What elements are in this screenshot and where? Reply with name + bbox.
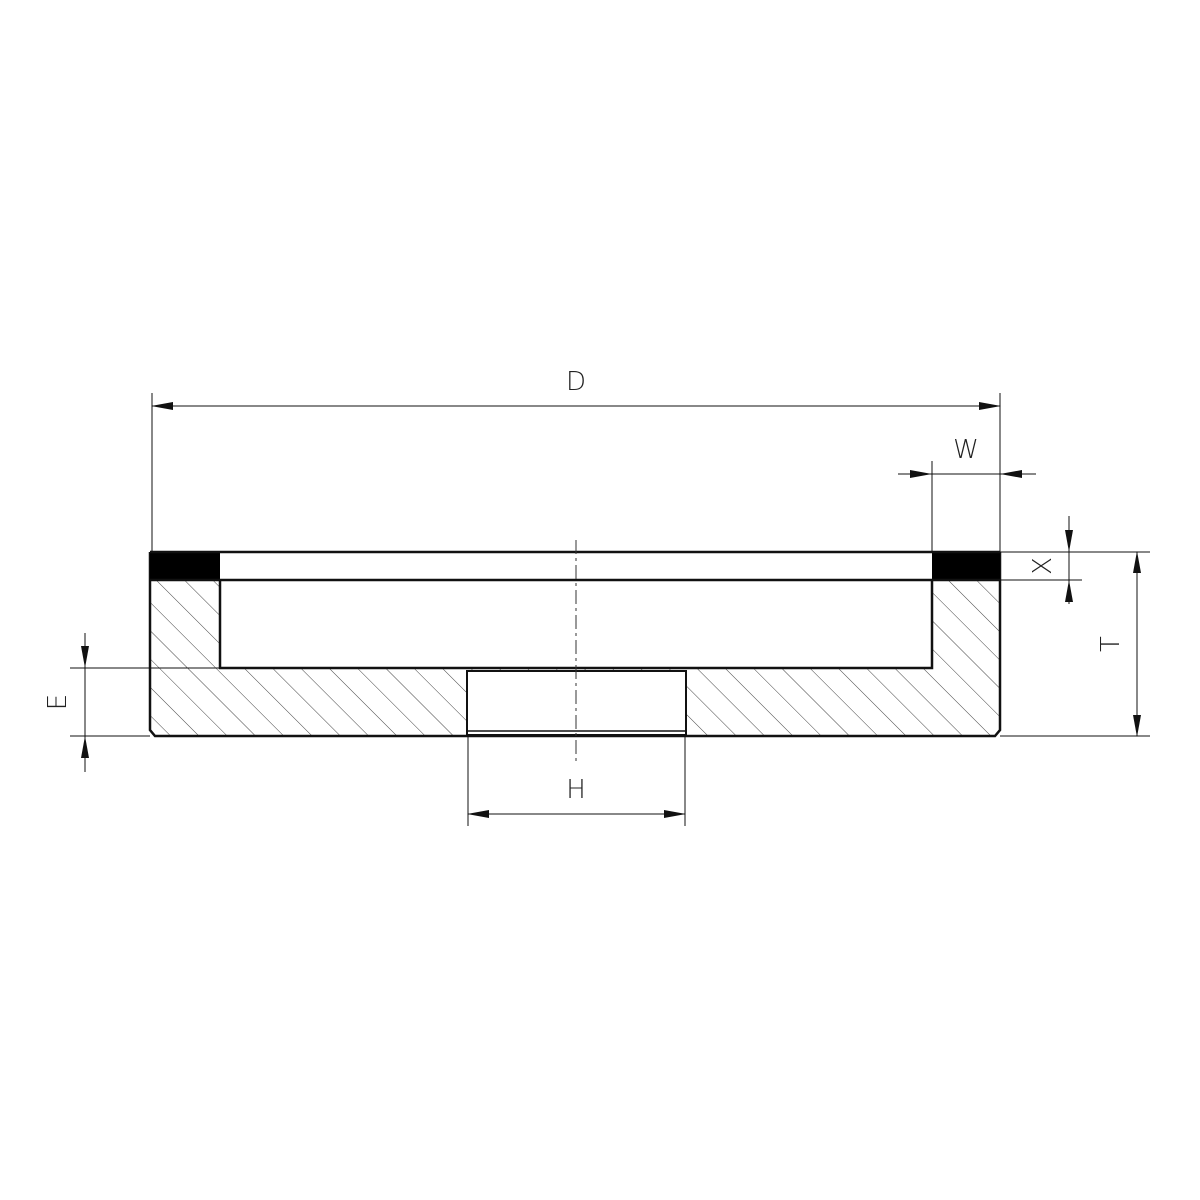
label-h: H: [566, 775, 586, 805]
abrasive-layer-left: [150, 552, 220, 580]
arrow-e-bottom: [81, 736, 89, 758]
label-x: X: [1028, 557, 1058, 575]
wheel-body-outline: [148, 552, 1002, 738]
label-d: D: [566, 367, 586, 397]
arrow-w-left: [910, 470, 932, 478]
label-w: W: [953, 435, 979, 465]
label-e: E: [43, 694, 73, 710]
arrow-x-bottom: [1065, 580, 1073, 602]
arrow-x-top: [1065, 530, 1073, 552]
abrasive-layer-right: [932, 552, 1000, 580]
wheel-body-hatched: [150, 580, 1000, 736]
label-t: T: [1096, 636, 1126, 652]
arrow-e-top: [81, 646, 89, 668]
arrow-w-right: [1000, 470, 1022, 478]
